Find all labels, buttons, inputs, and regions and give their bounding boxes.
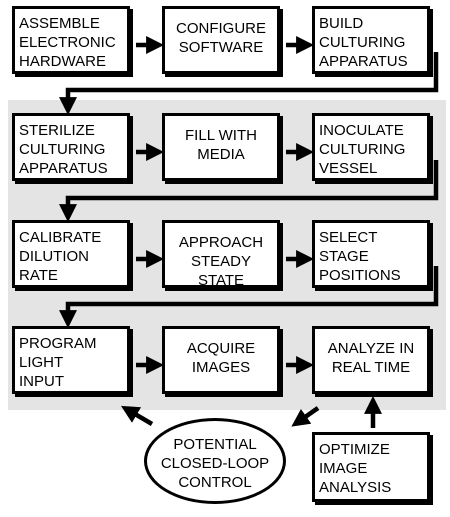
step-optimize-image-analysis: OPTIMIZE IMAGE ANALYSIS — [312, 432, 430, 502]
potential-closed-loop-control: POTENTIAL CLOSED-LOOP CONTROL — [144, 418, 286, 504]
step-select-stage-positions: SELECT STAGE POSITIONS — [312, 220, 430, 288]
arrow-loop-to-program — [121, 405, 154, 426]
step-fill-with-media: FILL WITH MEDIA — [162, 113, 280, 181]
arrow-analyze-to-loop — [291, 406, 320, 427]
step-program-light-input: PROGRAM LIGHT INPUT — [12, 326, 130, 394]
arrow-row2-to-row3 — [59, 160, 439, 223]
step-approach-steady-state: APPROACH STEADY STATE — [162, 220, 280, 288]
step-analyze-in-real-time: ANALYZE IN REAL TIME — [312, 326, 430, 394]
step-assemble-electronic-hardware: ASSEMBLE ELECTRONIC HARDWARE — [12, 6, 130, 74]
step-build-culturing-apparatus: BUILD CULTURING APPARATUS — [312, 6, 430, 74]
arrow-row3-to-row4 — [59, 266, 439, 329]
step-acquire-images: ACQUIRE IMAGES — [162, 326, 280, 394]
arrow-row1-to-row2 — [59, 52, 439, 116]
